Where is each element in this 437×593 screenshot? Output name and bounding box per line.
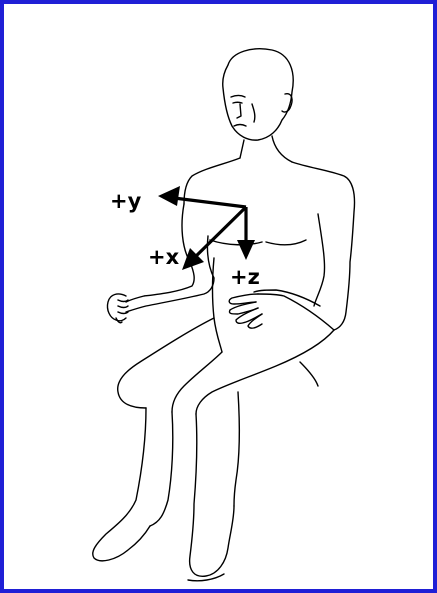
seated-human-figure-icon [93,49,355,581]
x-axis-label: +x [148,245,180,269]
lower-leg-outline [93,408,150,561]
left-arm-outline [258,294,334,330]
z-axis-arrowhead [237,240,255,260]
thigh-outline [118,318,214,408]
x-axis-arrow [191,207,246,261]
torso-outline [184,158,240,204]
y-axis-label: +y [110,189,142,213]
y-axis-arrowhead [158,186,180,206]
z-axis-label: +z [230,265,260,289]
head-outline [223,49,293,140]
